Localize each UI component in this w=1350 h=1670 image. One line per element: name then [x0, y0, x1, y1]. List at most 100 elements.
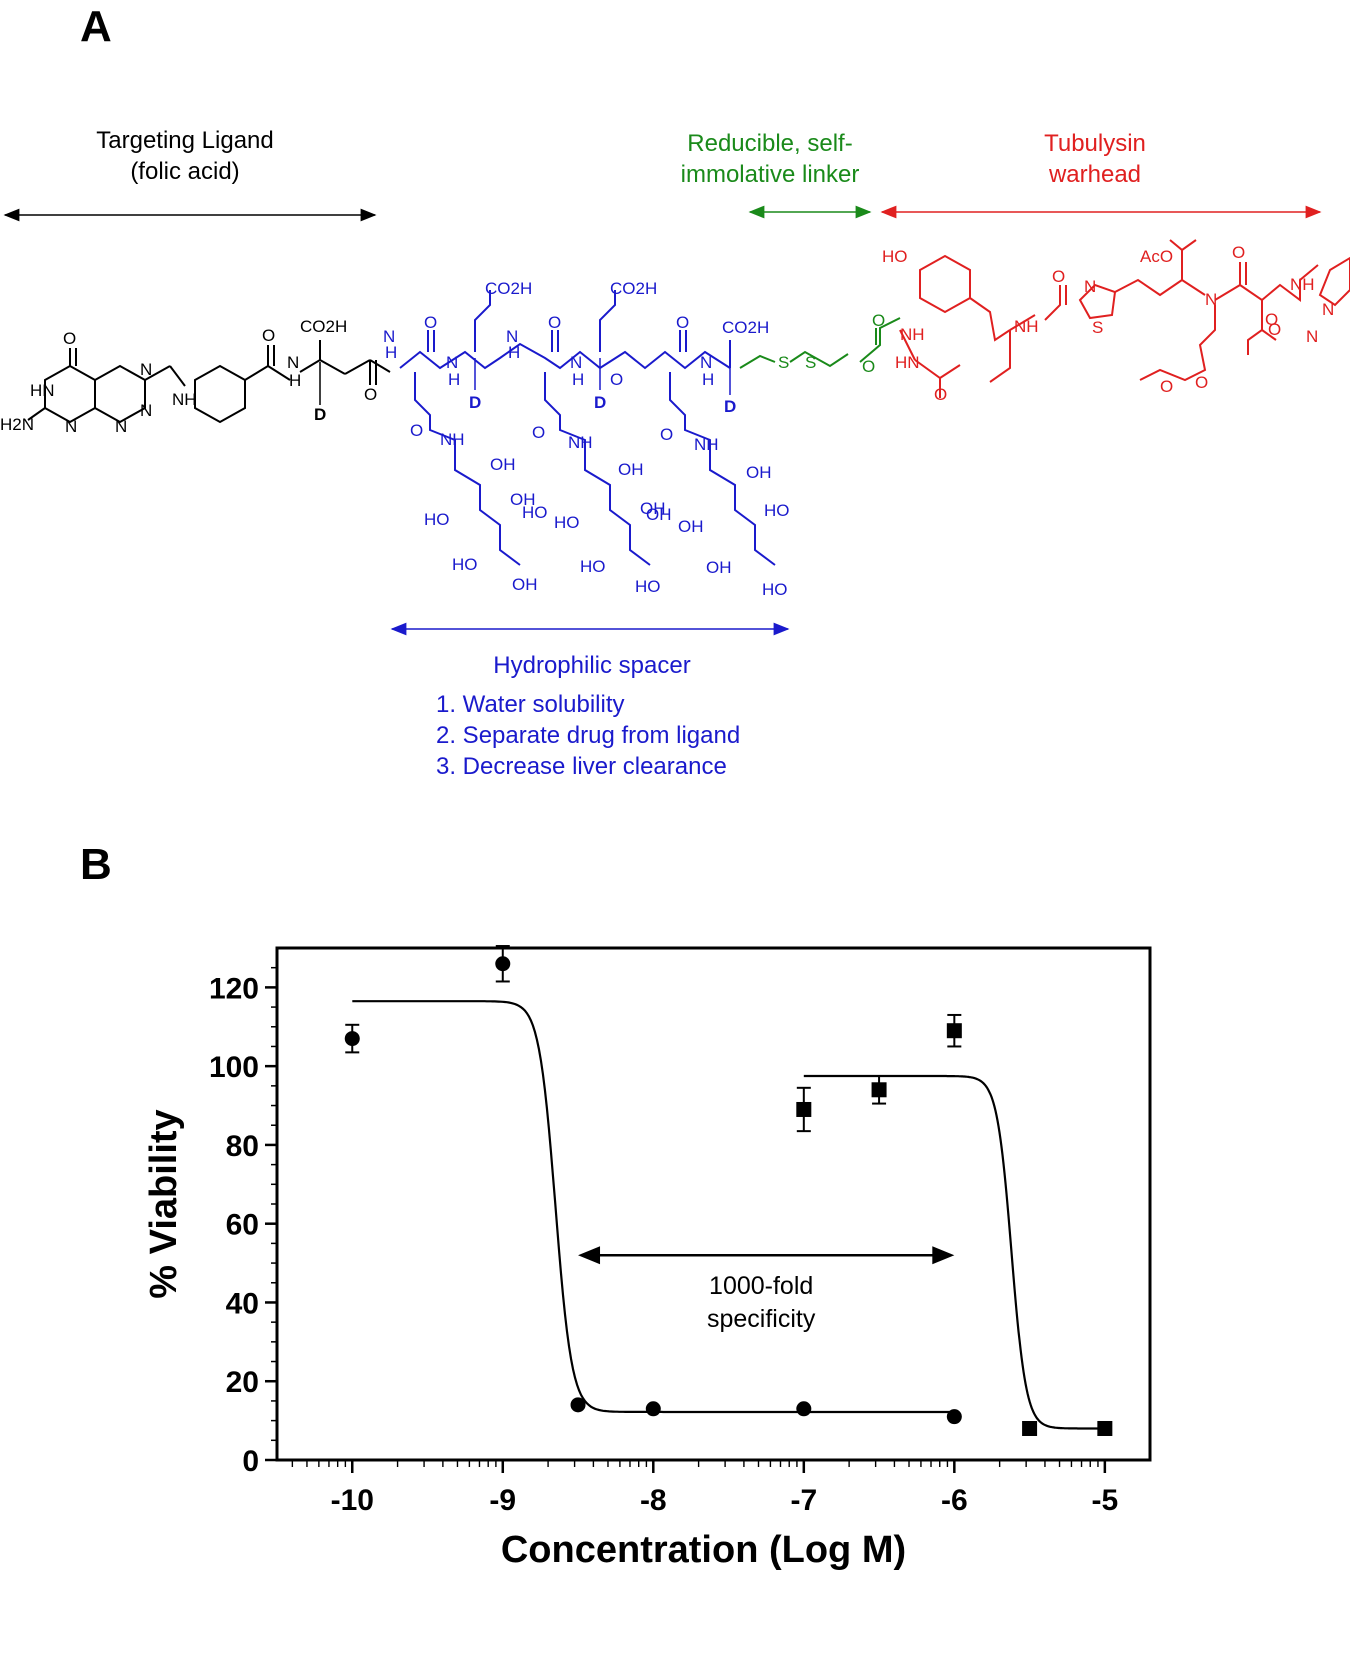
warhead-atom: O	[1052, 267, 1065, 286]
warhead-label: Tubulysin warhead	[990, 128, 1200, 190]
data-point-square	[946, 1023, 962, 1039]
data-point-circle	[570, 1397, 586, 1413]
warhead-atoms: HO O N AcO O S NH N O O NH N O O O N	[882, 243, 1334, 404]
spacer-list: 1. Water solubility 2. Separate drug fro…	[392, 689, 792, 782]
spacer-atom: OH	[746, 463, 772, 482]
spacer-atom: D	[469, 393, 481, 412]
spacer-atom: OH	[678, 517, 704, 536]
spacer-item: 2. Separate drug from ligand	[436, 722, 741, 749]
data-point-square	[1022, 1420, 1038, 1436]
linker-atom: HN	[895, 353, 920, 372]
spacer-atom: N	[700, 353, 712, 372]
linker-atom: S	[805, 353, 816, 372]
warhead-atom: O	[1268, 320, 1281, 339]
data-point-circle	[344, 1031, 360, 1047]
data-points	[344, 945, 1113, 1436]
linker-line2: immolative linker	[680, 161, 860, 188]
spacer-atom: O	[676, 313, 689, 332]
linker-atoms: S S O O	[778, 311, 885, 376]
spacer-atom: D	[594, 393, 606, 412]
ligand-atom: O	[63, 329, 76, 348]
warhead-atom: S	[1092, 318, 1103, 337]
spacer-atom: D	[724, 397, 736, 416]
warhead-atom: N	[1205, 290, 1217, 309]
folic-acid-ligand	[27, 340, 391, 424]
spacer-atom: N	[506, 327, 518, 346]
warhead-atom: O	[1160, 377, 1173, 396]
spacer-atom: N	[446, 353, 458, 372]
x-axis: -10-9-8-7-6-5	[291, 1460, 1119, 1517]
warhead-atom: O	[1232, 243, 1245, 262]
data-point-square	[871, 1082, 887, 1098]
specificity-arrowhead-right	[932, 1246, 955, 1265]
ligand-atom: NH	[172, 390, 197, 409]
ligand-atom: N	[140, 401, 152, 420]
ligand-atoms: O HN H2N N N N N NH O CO2H N H D O	[0, 317, 377, 436]
hydrazide-atoms: NH HN	[895, 325, 925, 372]
spacer-atom: N	[383, 327, 395, 346]
warhead-atom: NH	[1290, 275, 1315, 294]
y-tick-label: 0	[242, 1445, 259, 1478]
linker-atom: S	[778, 353, 789, 372]
spacer-atom: HO	[762, 580, 788, 599]
spacer-atom: HO	[424, 510, 450, 529]
ligand-atom: CO2H	[300, 317, 347, 336]
x-tick-label: -8	[640, 1484, 667, 1517]
warhead-line1: Tubulysin	[1044, 130, 1146, 157]
spacer-atom: OH	[512, 575, 538, 594]
warhead-atom: NH	[1014, 317, 1039, 336]
spacer-atom: OH	[490, 455, 516, 474]
specificity-arrowhead-left	[578, 1246, 601, 1265]
spacer-atom: NH	[440, 430, 465, 449]
spacer-atom: OH	[510, 490, 536, 509]
spacer-atom: O	[660, 425, 673, 444]
data-point-circle	[946, 1409, 962, 1425]
y-tick-label: 100	[209, 1051, 259, 1084]
spacer-atom: H	[448, 370, 460, 389]
targeting-ligand-label: Targeting Ligand (folic acid)	[40, 125, 330, 187]
ligand-atom: HN	[30, 381, 55, 400]
ligand-atom: N	[65, 417, 77, 436]
fit-curves	[352, 1000, 1105, 1430]
spacer-atom: H	[572, 370, 584, 389]
spacer-atom: NH	[568, 433, 593, 452]
spacer-atom: HO	[522, 503, 548, 522]
ligand-atom: O	[364, 385, 377, 404]
linker-atom: O	[862, 357, 875, 376]
linker-line1: Reducible, self-	[687, 130, 853, 157]
spacer-atom: HO	[764, 501, 790, 520]
x-tick-label: -6	[941, 1484, 968, 1517]
spacer-atom: OH	[706, 558, 732, 577]
y-tick-label: 80	[226, 1130, 259, 1163]
spacer-atom: HO	[635, 577, 661, 596]
ligand-atom: O	[262, 326, 275, 345]
data-point-circle	[796, 1401, 812, 1417]
spacer-item: 3. Decrease liver clearance	[436, 753, 727, 780]
ligand-atom: N	[287, 353, 299, 372]
fit-curve	[803, 1074, 1105, 1430]
warhead-atom: AcO	[1140, 247, 1173, 266]
x-axis-label: Concentration (Log M)	[501, 1529, 906, 1571]
y-tick-label: 20	[226, 1366, 259, 1399]
y-tick-label: 40	[226, 1287, 259, 1320]
x-tick-label: -5	[1092, 1484, 1119, 1517]
panel-b-label: B	[80, 840, 112, 889]
spacer-description: Hydrophilic spacer 1. Water solubility 2…	[392, 650, 792, 782]
spacer-atom: O	[410, 421, 423, 440]
spacer-atom: H	[702, 370, 714, 389]
spacer-atom: OH	[618, 460, 644, 479]
warhead-atom: N	[1306, 327, 1318, 346]
data-point-square	[1097, 1420, 1113, 1436]
warhead-atom: N	[1322, 300, 1334, 319]
linker-atom: NH	[900, 325, 925, 344]
hydrophilic-spacer-structure	[399, 290, 776, 566]
x-tick-label: -7	[790, 1484, 817, 1517]
warhead-atom: O	[1265, 310, 1278, 329]
linker-label: Reducible, self- immolative linker	[640, 128, 900, 190]
specificity-annotation: 1000-fold specificity	[578, 1246, 955, 1333]
y-axis-label: % Viability	[143, 1109, 185, 1298]
x-tick-label: -10	[331, 1484, 374, 1517]
ligand-atom: H	[289, 371, 301, 390]
